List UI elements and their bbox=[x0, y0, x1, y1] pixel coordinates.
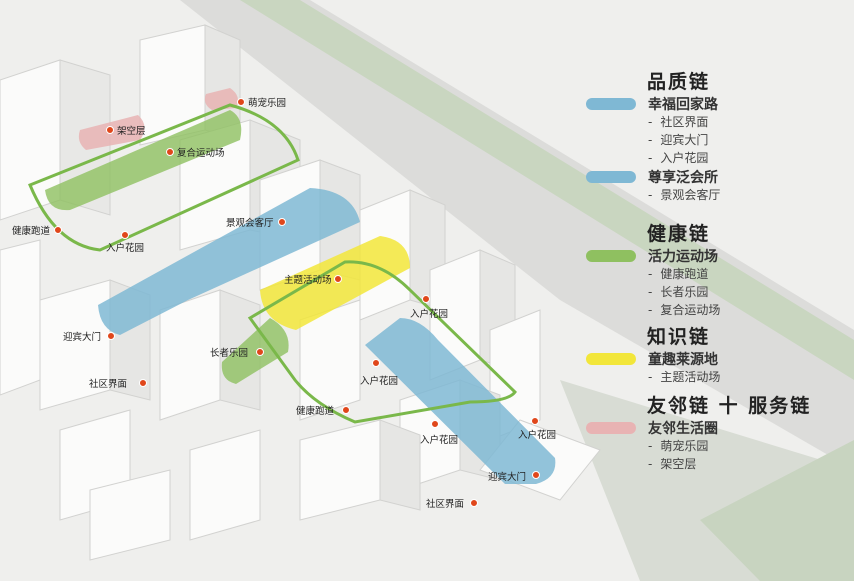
label-elder: 长者乐园 bbox=[210, 347, 248, 359]
green-zone-elder bbox=[221, 318, 289, 384]
label-garden-5: 入户花园 bbox=[518, 429, 556, 441]
legend-swatch bbox=[586, 421, 636, 434]
legend-group-knowledge: 知识链 童趣莱源地 主题活动场 bbox=[586, 325, 848, 386]
label-garden-4: 入户花园 bbox=[420, 434, 458, 446]
marker-garden-2: 入户花园 bbox=[410, 295, 448, 320]
marker-stilt: 架空层 bbox=[106, 125, 146, 137]
marker-run-1: 健康跑道 bbox=[12, 225, 62, 237]
label-gate-1: 迎宾大门 bbox=[63, 331, 101, 343]
marker-iface-1: 社区界面 bbox=[89, 378, 147, 390]
label-iface-2: 社区界面 bbox=[426, 498, 464, 510]
legend-category-home-road: 幸福回家路 bbox=[586, 94, 848, 113]
marker-garden-3: 入户花园 bbox=[360, 359, 398, 387]
marker-theme: 主题活动场 bbox=[284, 274, 342, 286]
marker-garden-4: 入户花园 bbox=[420, 420, 458, 446]
legend-swatch bbox=[586, 249, 636, 262]
legend-group-quality: 品质链 幸福回家路 社区界面 迎宾大门 入户花园 尊享泛会所 景观会客厅 bbox=[586, 70, 848, 204]
legend-subitem: 社区界面 bbox=[648, 113, 848, 131]
label-iface-1: 社区界面 bbox=[89, 378, 127, 390]
legend-subitem: 迎宾大门 bbox=[648, 131, 848, 149]
blue-zone-club bbox=[98, 188, 360, 335]
running-tracks bbox=[28, 103, 517, 424]
marker-garden-5: 入户花园 bbox=[518, 417, 556, 441]
yellow-zone-theme bbox=[260, 236, 410, 330]
label-stilt: 架空层 bbox=[117, 125, 146, 137]
marker-elder: 长者乐园 bbox=[210, 347, 264, 359]
main-road bbox=[180, 0, 854, 470]
running-track-north bbox=[28, 103, 300, 252]
marker-gate-1: 迎宾大门 bbox=[63, 331, 115, 343]
label-pets: 萌宠乐园 bbox=[248, 97, 286, 109]
road-green-patch bbox=[700, 440, 854, 581]
legend-category-label: 友邻生活圈 bbox=[648, 420, 718, 437]
marker-club: 景观会客厅 bbox=[226, 217, 286, 229]
marker-sports: 复合运动场 bbox=[166, 147, 225, 159]
legend-group-title: 友邻链 十 服务链 bbox=[647, 395, 812, 417]
green-zone-sports bbox=[45, 110, 242, 211]
label-run-2: 健康跑道 bbox=[296, 405, 335, 417]
legend-subitem: 景观会客厅 bbox=[648, 186, 848, 204]
legend-swatch bbox=[586, 97, 636, 110]
blue-zone-home-road bbox=[365, 318, 556, 484]
running-track-south bbox=[247, 260, 517, 424]
legend-category-kids: 童趣莱源地 bbox=[586, 349, 848, 368]
legend-group-health: 健康链 活力运动场 健康跑道 长者乐园 复合运动场 bbox=[586, 222, 848, 319]
legend-group-title: 健康链 bbox=[647, 223, 711, 245]
legend-category-club: 尊享泛会所 bbox=[586, 167, 848, 186]
marker-gate-2: 迎宾大门 bbox=[488, 471, 540, 483]
legend-category-label: 活力运动场 bbox=[648, 248, 718, 265]
legend-subitem: 复合运动场 bbox=[648, 301, 848, 319]
marker-pets: 萌宠乐园 bbox=[237, 97, 286, 109]
marker-run-2: 健康跑道 bbox=[296, 405, 350, 417]
label-garden-1: 入户花园 bbox=[106, 242, 144, 254]
map-markers: 萌宠乐园 架空层 复合运动场 健康跑道 入户花园 景观会客厅 主题活动场 入户花… bbox=[12, 97, 556, 510]
label-club: 景观会客厅 bbox=[226, 217, 274, 229]
legend: 品质链 幸福回家路 社区界面 迎宾大门 入户花园 尊享泛会所 景观会客厅 健康链… bbox=[586, 70, 848, 473]
legend-subitem: 长者乐园 bbox=[648, 283, 848, 301]
label-sports: 复合运动场 bbox=[177, 147, 225, 159]
label-garden-2: 入户花园 bbox=[410, 308, 448, 320]
marker-garden-1: 入户花园 bbox=[106, 231, 144, 254]
legend-swatch bbox=[586, 170, 636, 183]
legend-subitem: 入户花园 bbox=[648, 149, 848, 167]
legend-group-neighbor-service: 友邻链 十 服务链 友邻生活圈 萌宠乐园 架空层 bbox=[586, 394, 848, 473]
legend-group-title: 知识链 bbox=[647, 326, 711, 348]
legend-subitem: 健康跑道 bbox=[648, 265, 848, 283]
legend-swatch bbox=[586, 352, 636, 365]
marker-iface-2: 社区界面 bbox=[426, 498, 478, 510]
legend-category-label: 尊享泛会所 bbox=[648, 169, 718, 186]
label-theme: 主题活动场 bbox=[284, 274, 332, 286]
label-garden-3: 入户花园 bbox=[360, 375, 398, 387]
legend-category-label: 幸福回家路 bbox=[648, 96, 718, 113]
legend-group-title: 品质链 bbox=[647, 71, 711, 93]
legend-category-sports: 活力运动场 bbox=[586, 246, 848, 265]
legend-subitem: 萌宠乐园 bbox=[648, 437, 848, 455]
label-gate-2: 迎宾大门 bbox=[488, 471, 526, 483]
label-run-1: 健康跑道 bbox=[12, 225, 51, 237]
legend-category-label: 童趣莱源地 bbox=[648, 351, 718, 368]
legend-category-neighbor: 友邻生活圈 bbox=[586, 418, 848, 437]
legend-subitem: 主题活动场 bbox=[648, 368, 848, 386]
legend-subitem: 架空层 bbox=[648, 455, 848, 473]
